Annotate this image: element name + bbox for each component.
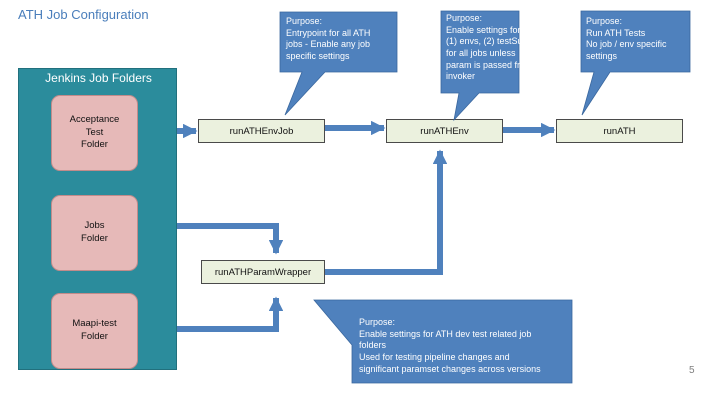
callout-env-text: Purpose: Enable settings for all (1) env… bbox=[446, 13, 537, 82]
job-run-ath-param-wrapper: runATHParamWrapper bbox=[201, 260, 325, 284]
arrow-maapi-to-paramwrapper bbox=[137, 296, 284, 332]
acceptance-test-folder: Acceptance Test Folder bbox=[51, 95, 138, 171]
folders-panel-title: Jenkins Job Folders bbox=[45, 71, 152, 85]
job-run-ath: runATH bbox=[556, 119, 683, 143]
callout-env-job-shape bbox=[279, 11, 398, 116]
callout-param-wrapper-text: Purpose: Enable settings for ATH dev tes… bbox=[359, 317, 541, 374]
callout-env-job-text: Purpose: Entrypoint for all ATH jobs - E… bbox=[286, 16, 371, 62]
arrow-jobs-to-paramwrapper bbox=[137, 223, 284, 255]
maapi-test-folder: Maapi-test Folder bbox=[51, 293, 138, 369]
callout-ath-shape bbox=[580, 10, 691, 116]
callout-ath-text: Purpose: Run ATH Tests No job / env spec… bbox=[586, 16, 667, 62]
job-run-ath-env: runATHEnv bbox=[386, 119, 503, 143]
callout-env-shape bbox=[440, 10, 520, 122]
arrow-paramwrapper-to-env bbox=[325, 149, 448, 275]
page-number: 5 bbox=[689, 365, 695, 376]
slide-title: ATH Job Configuration bbox=[18, 7, 149, 22]
jobs-folder: Jobs Folder bbox=[51, 195, 138, 271]
job-run-ath-env-job: runATHEnvJob bbox=[198, 119, 325, 143]
callout-param-wrapper-shape bbox=[313, 299, 573, 384]
